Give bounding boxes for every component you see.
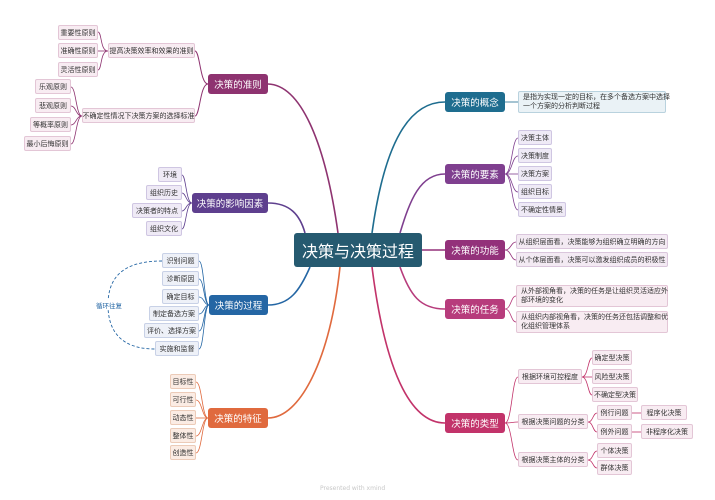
task-line: 从组织内部视角看，决策的任务还包括调整和优 [521,313,668,321]
types-item[interactable]: 风险型决策 [592,369,632,384]
task-line: 部环境的变化 [521,296,563,304]
link-features [267,266,341,419]
criteria-item[interactable]: 等概率原则 [30,117,71,132]
topic-types[interactable]: 决策的类型 [445,413,505,433]
feature-item[interactable]: 目标性 [170,374,196,389]
link-factors [267,202,306,234]
factor-item[interactable]: 环境 [158,167,182,182]
types-item[interactable]: 不确定型决策 [592,387,638,402]
element-item[interactable]: 决策方案 [518,166,552,181]
factor-item[interactable]: 组织文化 [146,221,182,236]
loop-label: 循环往复 [95,300,123,310]
types-item[interactable]: 程序化决策 [641,405,687,420]
topic-process[interactable]: 决策的过程 [209,295,268,315]
types-item[interactable]: 非程序化决策 [641,424,693,439]
factor-item[interactable]: 组织历史 [146,185,182,200]
function-item[interactable]: 从个体层面看，决策可以激发组织成员的积极性 [516,252,668,267]
central-topic[interactable]: 决策与决策过程 [294,233,422,267]
criteria-item[interactable]: 悲观原则 [35,98,71,113]
watermark: Presented with xmind [320,485,386,492]
criteria-item[interactable]: 乐观原则 [35,79,71,94]
topic-elements[interactable]: 决策的要素 [445,164,505,184]
link-process [267,266,311,306]
element-item[interactable]: 组织目标 [518,184,552,199]
element-item[interactable]: 决策主体 [518,130,552,145]
types-group-environment[interactable]: 根据环境可控程度 [518,369,582,384]
feature-item[interactable]: 动态性 [170,410,196,425]
topic-factors[interactable]: 决策的影响因素 [192,193,268,213]
topic-features[interactable]: 决策的特征 [208,408,268,428]
concept-definition[interactable]: 是指为实现一定的目标，在多个备选方案中选择 一个方案的分析判断过程 [518,91,670,113]
process-step[interactable]: 评价、选择方案 [144,323,199,338]
task-line: 从外部视角看，决策的任务是让组织灵活适应外 [521,287,668,295]
criteria-item[interactable]: 最小后悔原则 [24,136,71,151]
feature-item[interactable]: 整体性 [170,428,196,443]
process-step[interactable]: 确定目标 [162,289,199,304]
topic-function[interactable]: 决策的功能 [445,240,505,260]
criteria-branch-uncertainty[interactable]: 不确定性情况下决策方案的选择标准 [82,108,195,123]
element-item[interactable]: 不确定性情景 [518,202,566,217]
types-item[interactable]: 群体决策 [597,460,632,475]
types-group-problem[interactable]: 根据决策问题的分类 [518,414,588,429]
loop-arc [107,260,163,350]
topic-task[interactable]: 决策的任务 [445,299,505,319]
link-criteria [267,83,339,234]
link-task [399,266,446,310]
concept-line: 是指为实现一定的目标，在多个备选方案中选择 [523,93,670,101]
function-item[interactable]: 从组织层面看，决策能够为组织确立明确的方向 [516,234,668,249]
types-group-subject[interactable]: 根据决策主体的分类 [518,452,588,467]
topic-concept[interactable]: 决策的概念 [445,92,505,112]
link-types [371,266,446,424]
topic-criteria[interactable]: 决策的准则 [208,74,268,94]
criteria-item[interactable]: 重要性原则 [58,25,98,40]
task-item[interactable]: 从组织内部视角看，决策的任务还包括调整和优 化组织管理体系 [516,311,668,333]
task-line: 化组织管理体系 [521,322,570,330]
types-item[interactable]: 例行问题 [597,405,632,420]
factor-item[interactable]: 决策者的特点 [132,203,182,218]
feature-item[interactable]: 创造性 [170,445,196,460]
feature-item[interactable]: 可行性 [170,392,196,407]
task-item[interactable]: 从外部视角看，决策的任务是让组织灵活适应外 部环境的变化 [516,285,668,307]
link-elements [399,173,446,234]
process-step[interactable]: 识别问题 [162,253,199,268]
link-concept [371,101,446,234]
process-step[interactable]: 制定备选方案 [149,306,199,321]
process-step[interactable]: 诊断原因 [162,271,199,286]
criteria-branch-efficiency[interactable]: 提高决策效率和效果的准则 [108,43,195,58]
types-item[interactable]: 个体决策 [597,443,632,458]
element-item[interactable]: 决策制度 [518,148,552,163]
types-item[interactable]: 例外问题 [597,424,632,439]
criteria-item[interactable]: 准确性原则 [58,43,98,58]
concept-line: 一个方案的分析判断过程 [523,102,600,110]
types-item[interactable]: 确定型决策 [592,350,632,365]
criteria-item[interactable]: 灵活性原则 [58,62,98,77]
process-step[interactable]: 实施和监督 [155,341,199,356]
